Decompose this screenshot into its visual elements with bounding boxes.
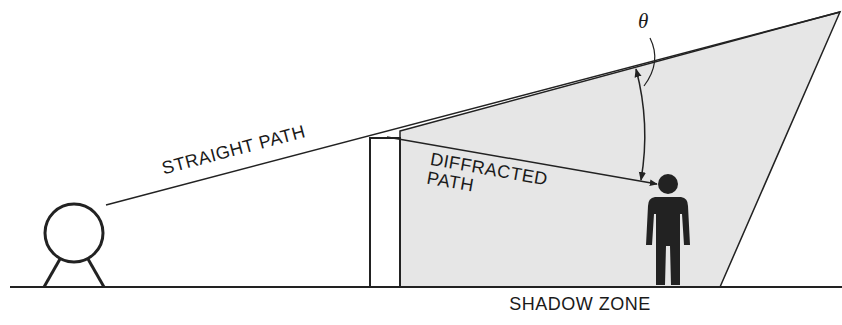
ground-line [10,286,842,288]
speaker-leg [88,259,104,287]
angle-symbol: θ [638,10,649,32]
listener-head [658,174,678,194]
listener-figure [646,174,690,285]
listener-body [646,197,690,285]
loudspeaker-symbol [44,204,104,287]
path-label: STRAIGHT PATH [160,122,307,178]
region-label: SHADOW ZONE [509,295,651,314]
angle-leader-line [644,38,655,86]
angle-arc [636,69,645,180]
shadow-zone-region [400,12,840,287]
barrier-wall [370,138,400,287]
speaker-body [45,204,103,262]
speaker-leg [44,259,60,287]
